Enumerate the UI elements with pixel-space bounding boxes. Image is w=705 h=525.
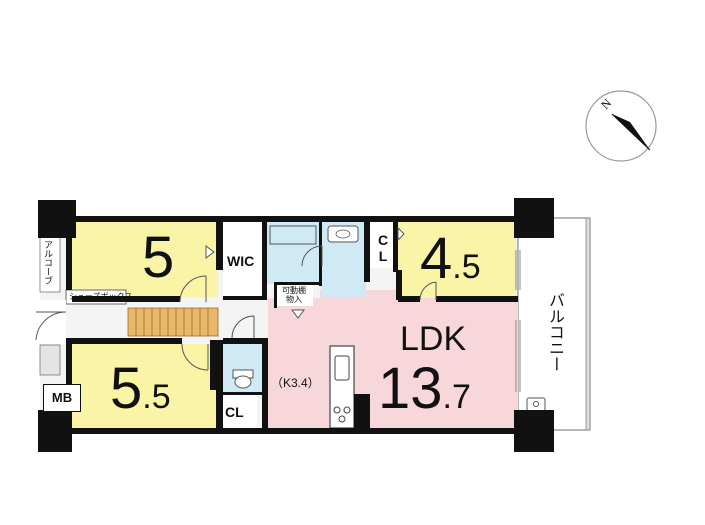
compass-circle	[585, 90, 657, 162]
room-55-size-main: 5	[110, 356, 143, 421]
ldk-floor	[268, 298, 518, 428]
ldk-size-main: 13	[378, 356, 443, 421]
walls	[38, 198, 554, 452]
toilet-bowl	[234, 375, 252, 389]
balcony-label: バルコニー	[546, 292, 563, 372]
storage-label-line1: 可動棚	[282, 286, 306, 295]
room-45-floor	[398, 222, 516, 298]
room-55-size: 5.5	[110, 360, 171, 418]
room-5-size: 5	[142, 229, 174, 287]
ldk-size-dec: .7	[442, 378, 471, 416]
shoe-box-label: シューズボックス	[69, 292, 133, 301]
mb-label: MB	[43, 384, 81, 412]
alcove-hatch	[39, 344, 61, 376]
door-swings	[179, 245, 437, 371]
cl-upper-label: C L	[374, 232, 392, 264]
room-5-size-value: 5	[142, 225, 175, 290]
cl-upper-c: C	[377, 232, 389, 248]
stairs	[127, 307, 219, 337]
balcony-rail	[585, 217, 591, 431]
room-45-size: 4.5	[420, 230, 481, 288]
storage-label: 可動棚 物入	[279, 286, 309, 304]
room-45-size-main: 4	[420, 226, 453, 291]
balcony-faucet-knob	[533, 401, 539, 407]
room-55-floor	[72, 344, 218, 428]
cl-upper-floor	[370, 222, 395, 268]
alcove-label: アルコーブ	[43, 240, 53, 285]
room-5-floor	[72, 222, 218, 297]
ldk-name: LDK	[400, 320, 467, 358]
stove-burner-2	[343, 406, 351, 414]
washbasin-bowl	[335, 229, 351, 239]
cl-lower-label: CL	[225, 404, 244, 420]
kitchen-label: （K3.4）	[271, 376, 320, 390]
storage-label-line2: 物入	[286, 295, 302, 304]
bathtub	[269, 225, 317, 245]
compass: N	[585, 90, 657, 162]
wic-label: WIC	[227, 253, 255, 269]
room-45-size-dec: .5	[452, 248, 481, 286]
entrance-area	[40, 300, 66, 344]
stairs-base	[127, 307, 219, 337]
ldk-size: 13.7	[378, 360, 471, 418]
room-55-size-dec: .5	[142, 378, 171, 416]
kitchen-sink	[334, 355, 350, 381]
stove-burner-3	[338, 415, 346, 423]
stove-burner-1	[333, 406, 341, 414]
compass-needle-line	[611, 113, 651, 151]
storage-floor	[277, 284, 313, 306]
arrow-marker-1	[205, 245, 215, 259]
cl-lower-floor	[223, 394, 257, 428]
windows	[515, 250, 521, 392]
arrow-marker-3	[291, 309, 305, 319]
cl-upper-l: L	[378, 248, 388, 264]
wic-floor	[223, 222, 263, 298]
arrow-marker-2	[397, 226, 405, 242]
